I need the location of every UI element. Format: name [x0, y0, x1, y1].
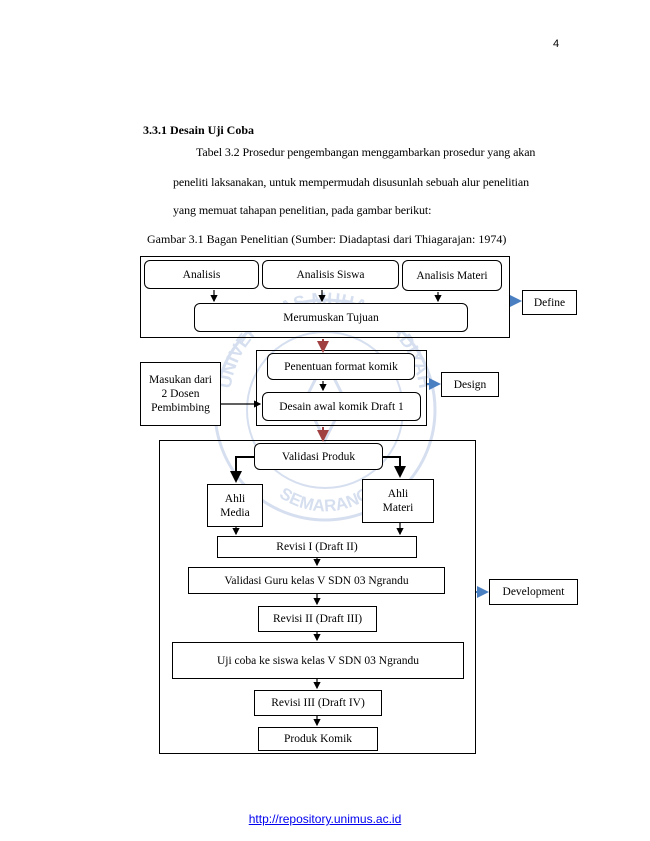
page-number: 4: [553, 38, 560, 50]
paragraph-line-2: peneliti laksanakan, untuk mempermudah d…: [173, 175, 530, 189]
paragraph-line-3: yang memuat tahapan penelitian, pada gam…: [173, 203, 432, 217]
development-label: Development: [489, 579, 578, 605]
paragraph-line-1: Tabel 3.2 Prosedur pengembangan menggamb…: [196, 145, 536, 159]
desain-awal-box: Desain awal komik Draft 1: [262, 392, 421, 421]
merumuskan-tujuan-box: Merumuskan Tujuan: [194, 303, 468, 332]
ahli-media-box: Ahli Media: [207, 484, 263, 527]
masukan-box: Masukan dari 2 Dosen Pembimbing: [140, 362, 221, 426]
penentuan-format-box: Penentuan format komik: [267, 353, 415, 380]
analisis-materi-box: Analisis Materi: [402, 260, 502, 291]
arrow-validasi-to-media: [230, 456, 254, 483]
validasi-guru-box: Validasi Guru kelas V SDN 03 Ngrandu: [188, 567, 445, 594]
analisis-siswa-box: Analisis Siswa: [262, 260, 399, 289]
validasi-produk-box: Validasi Produk: [254, 443, 383, 470]
define-frame: [140, 256, 510, 338]
uji-coba-box: Uji coba ke siswa kelas V SDN 03 Ngrandu: [172, 642, 464, 679]
define-label: Define: [522, 290, 577, 315]
arrow-validasi-to-materi: [383, 456, 406, 478]
design-frame: [256, 350, 427, 426]
design-label: Design: [441, 372, 499, 397]
ahli-materi-box: Ahli Materi: [362, 479, 434, 523]
figure-caption: Gambar 3.1 Bagan Penelitian (Sumber: Dia…: [147, 232, 507, 246]
analisis-box: Analisis: [144, 260, 259, 289]
repository-link[interactable]: http://repository.unimus.ac.id: [248, 812, 402, 826]
revisi-1-box: Revisi I (Draft II): [217, 536, 417, 558]
section-heading: 3.3.1 Desain Uji Coba: [143, 123, 255, 137]
revisi-2-box: Revisi II (Draft III): [258, 606, 377, 632]
produk-komik-box: Produk Komik: [258, 727, 378, 751]
revisi-3-box: Revisi III (Draft IV): [254, 690, 382, 716]
